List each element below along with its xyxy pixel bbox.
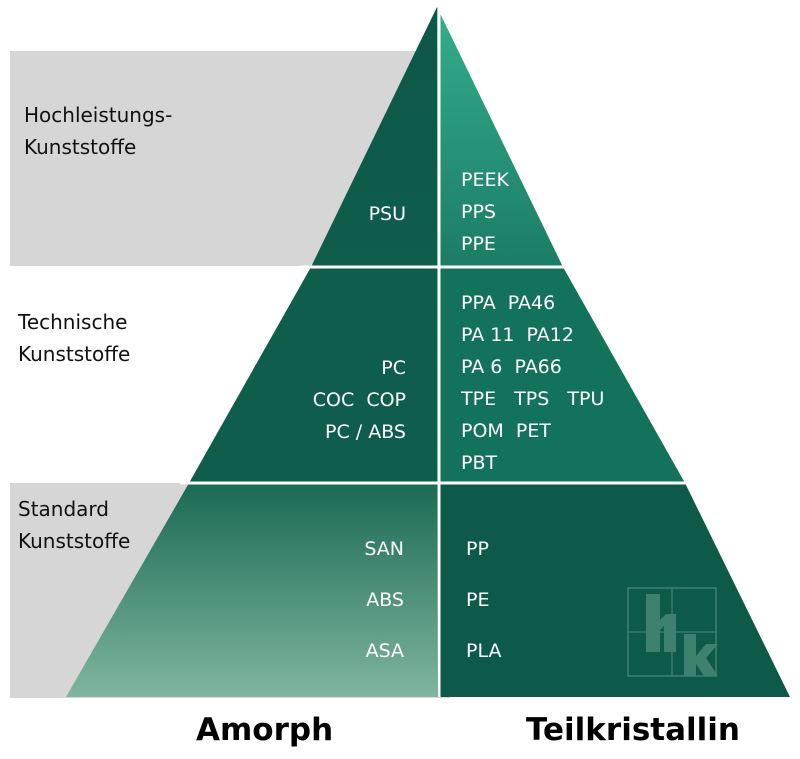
footer-label-amorph: Amorph: [196, 712, 334, 748]
material-label: PPS: [461, 201, 496, 223]
material-label: COC COP: [312, 389, 406, 411]
material-label: PA 6 PA66: [461, 356, 562, 378]
tier-amorph-standard: [66, 483, 437, 697]
tier-amorph-technical: [189, 267, 437, 483]
tier-amorph-high: [311, 7, 437, 267]
amorph-technical-materials: PC COC COP PC / ABS: [313, 352, 406, 448]
amorph-standard-materials: SAN ABS ASA: [364, 524, 404, 677]
material-label: PP: [466, 538, 489, 560]
material-label: PE: [466, 589, 490, 611]
material-label: PPE: [461, 233, 496, 255]
category-line: Kunststoffe: [18, 529, 131, 553]
material-label: PLA: [466, 640, 502, 662]
material-label: SAN: [364, 538, 404, 560]
material-label: ABS: [366, 589, 404, 611]
material-label: PA 11 PA12: [461, 324, 574, 346]
material-label: PPA PA46: [461, 292, 556, 314]
material-label: TPE TPS TPU: [461, 388, 605, 410]
material-label: ASA: [365, 640, 404, 662]
crystalline-standard-materials: PP PE PLA: [466, 524, 501, 677]
material-label: PSU: [368, 203, 406, 225]
tier-crystalline-standard: [437, 483, 790, 697]
category-line: Standard: [18, 497, 109, 521]
material-label: PBT: [461, 452, 498, 474]
material-label: PEEK: [461, 169, 509, 191]
category-label-standard: Standard Kunststoffe: [18, 493, 130, 557]
crystalline-high-materials: PEEK PPS PPE: [461, 164, 509, 260]
hk-logo-watermark: [627, 587, 718, 677]
category-line: Kunststoffe: [24, 135, 137, 159]
material-label: PC: [381, 357, 406, 379]
crystalline-technical-materials: PPA PA46 PA 11 PA12 PA 6 PA66 TPE TPS TP…: [461, 287, 604, 479]
category-line: Kunststoffe: [18, 342, 131, 366]
tier-crystalline-technical: [437, 267, 685, 483]
category-label-high-performance: Hochleistungs- Kunststoffe: [24, 99, 172, 163]
category-label-technical: Technische Kunststoffe: [18, 306, 130, 370]
material-label: POM PET: [461, 420, 551, 442]
amorph-high-materials: PSU: [369, 198, 406, 230]
tier-crystalline-high: [437, 7, 563, 267]
category-line: Technische: [18, 310, 128, 334]
category-line: Hochleistungs-: [24, 103, 173, 127]
footer-label-teilkristallin: Teilkristallin: [526, 712, 740, 748]
material-label: PC / ABS: [325, 421, 406, 443]
